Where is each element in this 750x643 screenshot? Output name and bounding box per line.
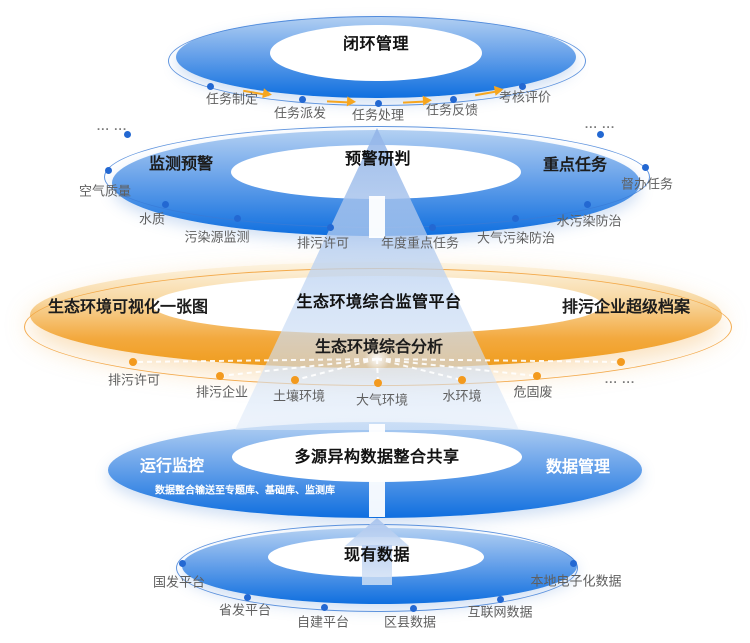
ring-label: 年度重点任务 [380,235,460,251]
up-arrow-shaft-icon [362,545,392,585]
ring-dot [533,372,541,380]
ring-label: 考核评价 [498,89,552,105]
ring-dot [584,201,591,208]
ring-dot [410,605,417,612]
integration-right-label: 数据管理 [545,459,611,476]
ring-label: 空气质量 [78,183,132,199]
ring-dot [216,372,224,380]
ring-dot [375,100,382,107]
platform-right-label: 排污企业超级档案 [561,299,691,316]
ring-label: 水质 [138,211,166,227]
ring-dot [291,376,299,384]
warning-right-label: 重点任务 [542,157,608,174]
ring-label: 大气环境 [355,392,409,408]
ring-label: 省发平台 [218,602,272,618]
closed-loop-title: 闭环管理 [342,36,410,53]
ring-label: 任务制定 [205,91,259,107]
warning-left-label: 监测预警 [148,156,214,173]
ellipsis-label: ... ... [96,119,128,133]
ring-label: 任务派发 [273,105,327,121]
ring-label: 督办任务 [620,176,674,192]
integration-left-label: 运行监控 [139,458,205,475]
ring-dot [450,96,457,103]
ring-dot [519,83,526,90]
ring-label: 水环境 [442,388,482,404]
ring-label: 排污企业 [195,384,249,400]
ellipsis-label: ... ... [604,372,636,386]
ring-label: 危固废 [513,384,553,400]
ring-label: 区县数据 [383,614,437,630]
ring-label: 本地电子化数据 [530,573,622,589]
integration-note: 数据整合输送至专题库、基础库、监测库 [155,485,335,497]
ring-dot [642,164,649,171]
ring-label: 水污染防治 [556,213,622,229]
ring-dot [597,131,604,138]
band-split-stripe [369,424,385,517]
ring-label: 任务反馈 [425,102,479,118]
ring-label: 互联网数据 [467,604,533,620]
ring-dot [570,560,577,567]
platform-left-label: 生态环境可视化一张图 [47,299,209,316]
ring-label: 自建平台 [296,614,350,630]
ring-dot [244,594,251,601]
ring-dot [124,131,131,138]
ring-dot [129,358,137,366]
ring-dot [374,379,382,387]
band-split-stripe [369,196,385,238]
ring-dot [512,215,519,222]
ring-dot [321,604,328,611]
ring-dot [207,83,214,90]
ring-label: 大气污染防治 [476,230,556,246]
glow-point-icon [364,346,390,372]
ellipsis-label: ... ... [584,117,616,131]
ring-dot [327,224,334,231]
ring-dot [299,96,306,103]
ring-dot [617,358,625,366]
ring-label: 国发平台 [152,574,206,590]
ring-dot [234,215,241,222]
ring-dot [497,596,504,603]
platform-title: 生态环境综合监管平台 [296,294,462,311]
ring-label: 排污许可 [296,235,350,251]
warning-title: 预警研判 [344,151,412,168]
ring-dot [105,167,112,174]
ring-label: 排污许可 [107,372,161,388]
integration-title: 多源异构数据整合共享 [294,449,460,466]
ring-label: 土壤环境 [272,388,326,404]
ring-label: 任务处理 [351,107,405,123]
ring-label: 污染源监测 [184,229,250,245]
ring-dot [429,224,436,231]
ring-dot [179,560,186,567]
ring-dot [458,376,466,384]
existing-data-title: 现有数据 [343,547,411,564]
ring-dot [162,201,169,208]
platform-sub-label: 生态环境综合分析 [314,339,444,356]
